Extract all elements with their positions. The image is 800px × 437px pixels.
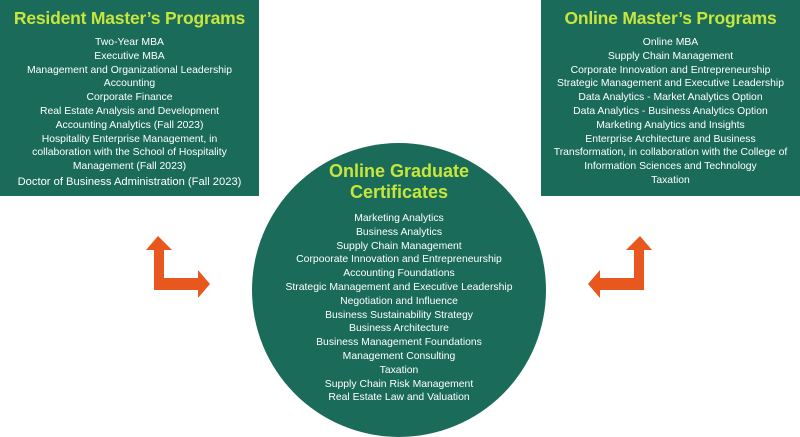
- list-item: Data Analytics - Market Analytics Option: [578, 92, 763, 104]
- list-item: Management (Fall 2023): [72, 161, 187, 173]
- list-item: Supply Chain Management: [336, 240, 462, 252]
- list-item: collaboration with the School of Hospita…: [32, 147, 227, 159]
- list-item: Doctor of Business Administration (Fall …: [17, 175, 242, 188]
- list-item: Enterprise Architecture and Business: [585, 133, 756, 145]
- list-item: Data Analytics - Business Analytics Opti…: [573, 105, 768, 117]
- list-item: Supply Chain Management: [607, 50, 734, 62]
- online-programs-list: Online MBA Supply Chain Management Corpo…: [541, 36, 800, 188]
- online-programs-title: Online Master’s Programs: [564, 8, 777, 28]
- list-item: Hospitality Enterprise Management, in: [41, 133, 218, 145]
- list-item: Management Consulting: [342, 350, 456, 362]
- list-item: Business Architecture: [349, 323, 449, 335]
- list-item: Accounting: [103, 78, 156, 90]
- resident-programs-box: Resident Master’s Programs Two-Year MBA …: [0, 0, 259, 196]
- resident-programs-list: Two-Year MBA Executive MBA Management an…: [0, 36, 259, 189]
- online-programs-box: Online Master’s Programs Online MBA Supp…: [541, 0, 800, 196]
- list-item: Corporate Finance: [86, 92, 173, 104]
- list-item: Negotiation and Influence: [340, 295, 458, 307]
- list-item: Transformation, in collaboration with th…: [553, 147, 788, 159]
- list-item: Marketing Analytics: [354, 213, 444, 224]
- list-item: Business Sustainability Strategy: [325, 309, 473, 321]
- list-item: Supply Chain Risk Management: [324, 378, 474, 390]
- list-item: Information Sciences and Technology: [584, 161, 757, 173]
- certificates-title-line2: Certificates: [349, 182, 449, 202]
- list-item: Real Estate Law and Valuation: [328, 392, 470, 404]
- list-item: Executive MBA: [94, 50, 165, 62]
- list-item: Corporate Innovation and Entrepreneurshi…: [570, 64, 771, 76]
- list-item: Taxation: [651, 174, 690, 186]
- resident-programs-title: Resident Master’s Programs: [13, 8, 246, 28]
- list-item: Business Analytics: [355, 226, 443, 238]
- certificates-list: Marketing Analytics Business Analytics S…: [252, 212, 546, 405]
- list-item: Strategic Management and Executive Leade…: [285, 281, 513, 293]
- list-item: Two-Year MBA: [95, 37, 164, 48]
- certificates-title-line1: Online Graduate: [328, 161, 470, 181]
- double-headed-elbow-arrow-icon: [146, 236, 210, 298]
- certificates-circle: Online Graduate Certificates Marketing A…: [252, 143, 546, 437]
- list-item: Marketing Analytics and Insights: [596, 119, 745, 131]
- double-headed-elbow-arrow-icon: [588, 236, 652, 298]
- list-item: Taxation: [379, 364, 419, 376]
- list-item: Corpoorate Innovation and Entrepreneursh…: [296, 254, 502, 266]
- list-item: Management and Organizational Leadership: [26, 64, 233, 76]
- list-item: Online MBA: [642, 37, 699, 48]
- list-item: Real Estate Analysis and Development: [39, 105, 220, 117]
- certificates-title: Online Graduate Certificates: [252, 161, 546, 203]
- list-item: Accounting Analytics (Fall 2023): [55, 119, 204, 131]
- list-item: Accounting Foundations: [343, 268, 455, 280]
- list-item: Business Management Foundations: [316, 337, 482, 349]
- list-item: Strategic Management and Executive Leade…: [556, 78, 784, 90]
